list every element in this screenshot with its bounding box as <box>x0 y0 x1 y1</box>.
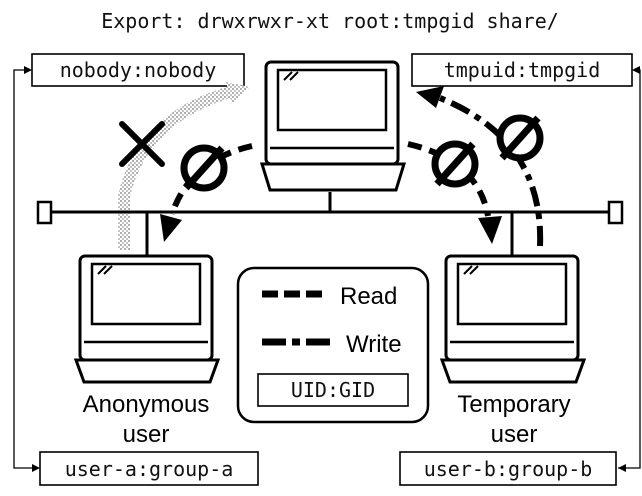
left-bottom-arrowhead <box>32 464 40 472</box>
temporary-user-label-line1: Temporary <box>457 391 570 418</box>
anonymous-user-label-line1: Anonymous <box>83 391 210 418</box>
id-box-tmpuid: tmpuid:tmpgid <box>411 53 633 87</box>
right-mapping-bracket <box>618 69 641 469</box>
id-label-tmpuid: tmpuid:tmpgid <box>444 58 601 82</box>
id-box-nobody: nobody:nobody <box>31 53 245 87</box>
legend: Read Write UID:GID <box>236 266 430 424</box>
id-label-nobody: nobody:nobody <box>60 58 217 82</box>
write-temporary-ring-icon <box>496 114 544 162</box>
left-top-arrowhead <box>24 66 32 74</box>
read-anonymous-ring-icon <box>180 144 228 192</box>
read-arrowhead-temporary <box>478 216 502 244</box>
read-arrowhead-anonymous <box>160 214 182 242</box>
id-label-user-b: user-b:group-b <box>424 457 593 481</box>
network-bus <box>36 192 624 256</box>
legend-uid-gid-box <box>257 373 409 407</box>
legend-write-label: Write <box>346 331 402 358</box>
temporary-user-label-line2: user <box>491 421 538 448</box>
anonymous-mapping-path <box>118 86 232 250</box>
write-arrowhead-temporary <box>416 86 444 108</box>
id-label-user-a: user-a:group-a <box>65 457 234 481</box>
read-temporary-ring-icon <box>431 140 479 188</box>
anonymous-user-laptop-icon <box>73 254 221 384</box>
id-box-user-a: user-a:group-a <box>39 451 259 486</box>
legend-uid-gid-label: UID:GID <box>291 378 375 402</box>
left-mapping-bracket <box>13 69 38 469</box>
right-top-arrowhead <box>632 66 640 74</box>
server-laptop-icon <box>259 60 407 192</box>
anonymous-user-label-line2: user <box>123 421 170 448</box>
right-bottom-arrowhead <box>618 464 626 472</box>
export-label: Export: drwxrwxr-xt root:tmpgid share/ <box>101 9 559 33</box>
anonymous-mapping-arrowhead <box>226 82 250 104</box>
temporary-user-laptop-icon <box>439 254 587 384</box>
legend-read-label: Read <box>340 283 397 310</box>
id-box-user-b: user-b:group-b <box>399 451 617 486</box>
write-denied-x-icon <box>119 121 165 167</box>
